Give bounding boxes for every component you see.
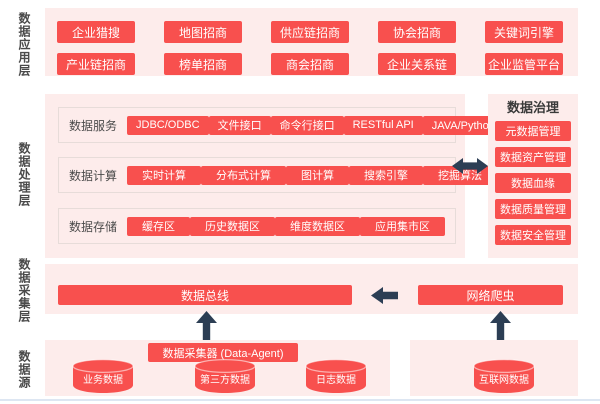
app-button: 榜单招商 <box>164 53 242 75</box>
data-agent-bar: 数据采集器 (Data-Agent) <box>148 343 298 362</box>
application-row-1: 企业猎搜 地图招商 供应链招商 协会招商 关键词引擎 <box>57 21 563 43</box>
application-row-2: 产业链招商 榜单招商 商会招商 企业关系链 企业监管平台 <box>57 53 563 75</box>
service-button: RESTful API <box>343 115 423 135</box>
governance-button: 元数据管理 <box>495 121 571 141</box>
layer-label-source: 数据源 <box>17 350 31 389</box>
bottom-divider <box>0 399 600 401</box>
compute-button: 实时计算 <box>127 165 202 185</box>
database-label: 业务数据 <box>83 375 123 386</box>
database-business: 业务数据 <box>71 358 135 394</box>
left-arrow-icon <box>371 287 398 304</box>
application-layer-panel: 企业猎搜 地图招商 供应链招商 协会招商 关键词引擎 产业链招商 榜单招商 商会… <box>45 8 578 76</box>
app-button: 商会招商 <box>271 53 349 75</box>
source-layer-panel-external: 互联网数据 <box>410 340 578 396</box>
app-button: 关键词引擎 <box>485 21 563 43</box>
database-label: 第三方数据 <box>200 375 250 386</box>
database-cylinder-icon <box>194 358 256 393</box>
storage-button: 缓存区 <box>127 216 191 236</box>
database-internet: 互联网数据 <box>472 358 536 394</box>
layer-label-processing: 数据处理层 <box>17 142 31 207</box>
app-button: 企业关系链 <box>378 53 456 75</box>
governance-title: 数据治理 <box>506 100 559 115</box>
source-layer-panel-internal: 数据采集器 (Data-Agent) 业务数据 第三方数据 日志数据 <box>45 340 390 396</box>
governance-button: 数据质量管理 <box>495 199 571 219</box>
group-buttons: 缓存区 历史数据区 维度数据区 应用集市区 <box>127 216 446 236</box>
app-button: 地图招商 <box>164 21 242 43</box>
governance-button: 数据血缘 <box>495 173 571 193</box>
database-cylinder-icon <box>473 358 535 393</box>
database-cylinder-icon <box>305 358 367 393</box>
data-service-group: 数据服务 JDBC/ODBC 文件接口 命令行接口 RESTful API JA… <box>58 107 526 143</box>
collection-layer-panel: 数据总线 网络爬虫 <box>45 264 578 314</box>
data-bus-bar: 数据总线 <box>58 285 352 305</box>
app-button: 供应链招商 <box>271 21 349 43</box>
group-buttons: JDBC/ODBC 文件接口 命令行接口 RESTful API JAVA/Py… <box>127 115 526 135</box>
storage-button: 应用集市区 <box>360 216 446 236</box>
compute-button: 搜索引擎 <box>349 165 424 185</box>
group-label: 数据计算 <box>69 168 118 183</box>
service-button: JDBC/ODBC <box>127 115 209 135</box>
service-button: 命令行接口 <box>270 115 344 135</box>
app-button: 企业监管平台 <box>485 53 563 75</box>
group-label: 数据服务 <box>69 118 118 133</box>
web-crawler-bar: 网络爬虫 <box>418 285 563 305</box>
data-compute-group: 数据计算 实时计算 分布式计算 图计算 搜索引擎 挖掘算法 <box>58 157 498 193</box>
data-storage-group: 数据存储 缓存区 历史数据区 维度数据区 应用集市区 <box>58 208 456 244</box>
service-button: 文件接口 <box>208 115 271 135</box>
app-button: 企业猎搜 <box>57 21 135 43</box>
processing-layer-panel: 数据服务 JDBC/ODBC 文件接口 命令行接口 RESTful API JA… <box>45 94 526 258</box>
compute-button: 图计算 <box>286 165 350 185</box>
group-buttons: 实时计算 分布式计算 图计算 搜索引擎 挖掘算法 <box>127 165 498 185</box>
compute-button: 分布式计算 <box>201 165 287 185</box>
app-button: 产业链招商 <box>57 53 135 75</box>
governance-button: 数据资产管理 <box>495 147 571 167</box>
storage-button: 维度数据区 <box>275 216 361 236</box>
app-button: 协会招商 <box>378 21 456 43</box>
group-label: 数据存储 <box>69 219 118 234</box>
up-arrow-icon <box>196 311 217 340</box>
database-label: 互联网数据 <box>479 375 529 386</box>
up-arrow-icon <box>490 311 511 340</box>
database-thirdparty: 第三方数据 <box>193 358 257 394</box>
database-log: 日志数据 <box>304 358 368 394</box>
data-governance-panel: 数据治理 元数据管理 数据资产管理 数据血缘 数据质量管理 数据安全管理 <box>488 94 578 258</box>
database-cylinder-icon <box>72 358 134 393</box>
database-label: 日志数据 <box>316 375 356 386</box>
storage-button: 历史数据区 <box>190 216 276 236</box>
governance-button: 数据安全管理 <box>495 225 571 245</box>
layer-label-application: 数据应用层 <box>17 12 31 77</box>
layer-label-collection: 数据采集层 <box>17 258 31 323</box>
bidirectional-arrow-icon <box>452 158 488 174</box>
